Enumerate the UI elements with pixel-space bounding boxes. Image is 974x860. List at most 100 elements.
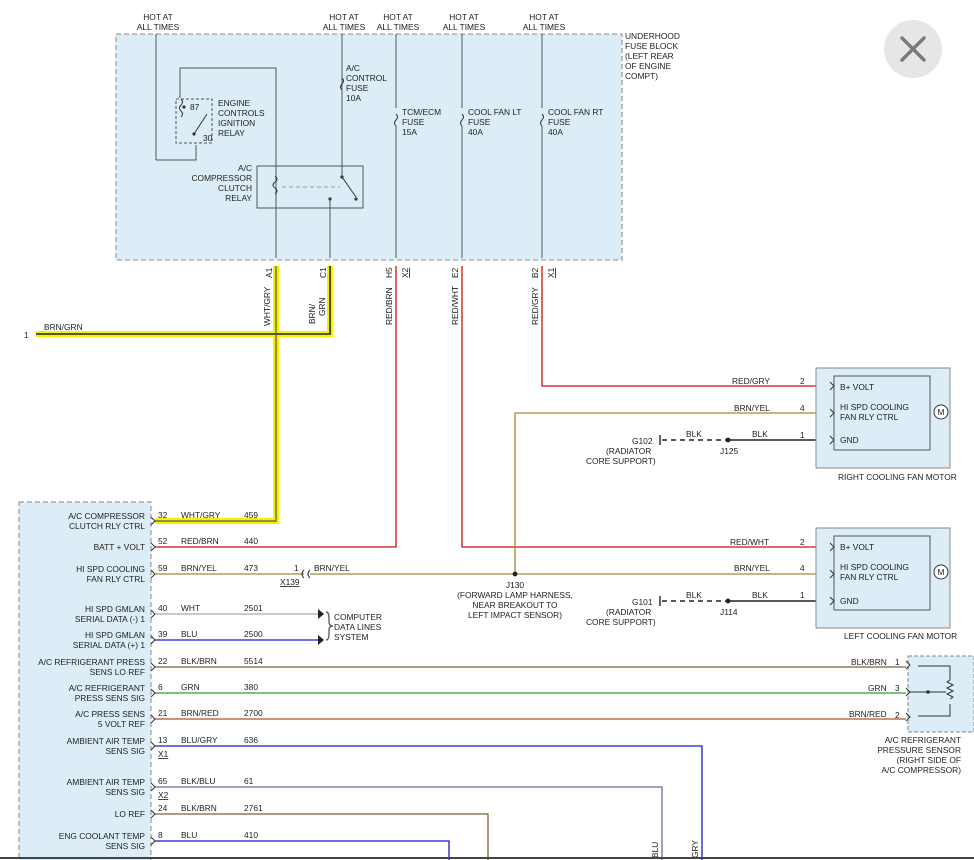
x139-connector	[301, 569, 311, 579]
ecm-pin-number: 52	[158, 536, 168, 546]
engine-controls-ignition-relay: 87 30 ENGINE CONTROLS IGNITION RELAY	[175, 67, 277, 258]
ecm-circuit-number: 636	[244, 735, 258, 745]
ecm-pin-number: 8	[158, 830, 163, 840]
ecm-pin-number: 22	[158, 656, 168, 666]
svg-text:10A: 10A	[346, 93, 361, 103]
svg-text:CONTROLS: CONTROLS	[218, 108, 265, 118]
x139-number: 1	[294, 563, 299, 573]
svg-text:BLK: BLK	[686, 429, 702, 439]
power-wires	[155, 266, 835, 548]
red-gry-wire-label: RED/GRY	[530, 287, 540, 325]
ecm-pin-label: SENS SIG	[105, 787, 145, 797]
ecm-pin-terminal	[150, 662, 156, 672]
ecm-connector-id: X1	[158, 749, 169, 759]
ecm-pin-label: 5 VOLT REF	[98, 719, 145, 729]
svg-text:IGNITION: IGNITION	[218, 118, 255, 128]
svg-text:B2: B2	[530, 267, 540, 278]
svg-text:UNDERHOOD: UNDERHOOD	[625, 31, 680, 41]
svg-text:FUSE: FUSE	[402, 117, 425, 127]
svg-text:HOT AT: HOT AT	[449, 12, 478, 22]
svg-text:HOT AT: HOT AT	[143, 12, 172, 22]
svg-text:40A: 40A	[468, 127, 483, 137]
ecm-pin-label: A/C REFRIGERANT PRESS	[38, 657, 145, 667]
svg-text:HI SPD COOLING: HI SPD COOLING	[840, 562, 909, 572]
svg-text:1: 1	[800, 590, 805, 600]
svg-text:ENGINE: ENGINE	[218, 98, 251, 108]
svg-text:FUSE BLOCK: FUSE BLOCK	[625, 41, 678, 51]
ecm-circuit-number: 2761	[244, 803, 263, 813]
highlighted-circuit	[36, 266, 333, 524]
ecm-pin-label: SENS SIG	[105, 841, 145, 851]
ecm-pin-label: AMBIENT AIR TEMP	[67, 777, 146, 787]
svg-text:M: M	[938, 567, 945, 577]
svg-text:FUSE: FUSE	[548, 117, 571, 127]
ecm-wire-color: BRN/YEL	[181, 563, 217, 573]
svg-text:BLK: BLK	[752, 429, 768, 439]
svg-text:ALL TIMES: ALL TIMES	[523, 22, 566, 32]
svg-text:ALL TIMES: ALL TIMES	[137, 22, 180, 32]
svg-text:3: 3	[895, 683, 900, 693]
j130-label: J130 (FORWARD LAMP HARNESS, NEAR BREAKOU…	[457, 580, 573, 620]
svg-text:COMPUTER: COMPUTER	[334, 612, 382, 622]
close-button[interactable]	[884, 20, 942, 78]
svg-text:A/C: A/C	[238, 163, 252, 173]
svg-text:(RADIATOR: (RADIATOR	[606, 607, 651, 617]
ecm-pin-number: 24	[158, 803, 168, 813]
left-stub-number: 1	[24, 330, 29, 340]
ecm-pin-terminal	[150, 516, 156, 526]
svg-text:FUSE: FUSE	[468, 117, 491, 127]
cool-fan-rt-fuse: COOL FAN RT FUSE 40A	[540, 107, 603, 137]
ac-compressor-clutch-relay: A/C COMPRESSOR CLUTCH RELAY	[192, 72, 364, 209]
ecm-wire-color: BLU	[181, 629, 197, 639]
svg-text:30: 30	[203, 133, 213, 143]
sensor-brn-red-label: BRN/RED	[849, 709, 887, 719]
svg-text:J114: J114	[720, 607, 738, 617]
svg-text:1: 1	[800, 430, 805, 440]
ecm-pin-terminal	[150, 714, 156, 724]
rfan-brn-yel-label: BRN/YEL	[734, 403, 770, 413]
fuse-output-wires	[329, 126, 543, 258]
svg-text:M: M	[938, 407, 945, 417]
ecm-wire-color: BRN/RED	[181, 708, 219, 718]
svg-text:H5: H5	[384, 267, 394, 278]
ecm-pin-number: 65	[158, 776, 168, 786]
ecm-circuit-number: 410	[244, 830, 258, 840]
svg-text:HOT AT: HOT AT	[383, 12, 412, 22]
sensor-blk-brn-label: BLK/BRN	[851, 657, 887, 667]
ecm-pin-label: AMBIENT AIR TEMP	[67, 736, 146, 746]
ecm-pin-label: ENG COOLANT TEMP	[59, 831, 146, 841]
ecm-circuit-number: 61	[244, 776, 254, 786]
svg-text:COOL FAN RT: COOL FAN RT	[548, 107, 603, 117]
svg-text:4: 4	[800, 563, 805, 573]
svg-text:(RIGHT SIDE OF: (RIGHT SIDE OF	[896, 755, 961, 765]
svg-text:X2: X2	[400, 267, 410, 278]
svg-text:TCM/ECM: TCM/ECM	[402, 107, 441, 117]
svg-text:CLUTCH: CLUTCH	[218, 183, 252, 193]
svg-text:COMPRESSOR: COMPRESSOR	[192, 173, 253, 183]
ecm-pin-label: HI SPD GMLAN	[85, 604, 145, 614]
svg-text:A1: A1	[264, 267, 274, 278]
svg-text:15A: 15A	[402, 127, 417, 137]
red-wht-wire-label: RED/WHT	[450, 286, 460, 325]
ecm-pin-label: A/C PRESS SENS	[75, 709, 145, 719]
svg-text:E2: E2	[450, 267, 460, 278]
svg-text:G102: G102	[632, 436, 653, 446]
svg-text:G101: G101	[632, 597, 653, 607]
ac-refrigerant-pressure-sensor: 1 3 2 A/C REFRIGERANT PRESSURE SENSOR (R…	[877, 655, 974, 775]
svg-text:2: 2	[800, 537, 805, 547]
ecm-pin-label: SERIAL DATA (+) 1	[73, 640, 146, 650]
cool-fan-lt-fuse: COOL FAN LT FUSE 40A	[460, 107, 522, 137]
svg-text:SYSTEM: SYSTEM	[334, 632, 368, 642]
ecm-pin-number: 59	[158, 563, 168, 573]
ecm-pin-label: LO REF	[115, 809, 145, 819]
ecm-pin-label: FAN RLY CTRL	[87, 574, 146, 584]
